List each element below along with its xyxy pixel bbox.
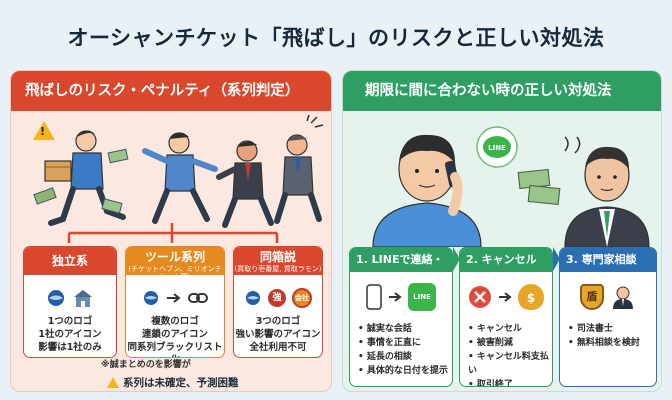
company-icon: 会社 (292, 288, 312, 308)
series-warning-text: 系列は未確定、予測困難 (123, 377, 239, 389)
risk-panel-header: 飛ばしのリスク・ペナルティ（系列判定） (11, 71, 331, 111)
runner-icon (142, 132, 218, 224)
building-icon (74, 290, 92, 307)
same-box-card: 同箱説 (買取り壱番屋, 買取ラモン) 強 会社 3つのロゴ 強い影響のアイコン… (233, 246, 323, 358)
card-subtitle: (買取り壱番屋, 買取ラモン) (234, 265, 322, 275)
step-item: キャンセル料支払い (468, 350, 552, 378)
step-item: 事情を正直に (358, 336, 452, 350)
globe-logo-icon (48, 290, 64, 306)
money-bag-icon: $ (518, 284, 544, 310)
risk-panel: 飛ばしのリスク・ペナルティ（系列判定） ! (10, 70, 332, 392)
card-line: 影響は1社のみ (38, 342, 102, 353)
step-item: 具体的な日付を提示 (358, 364, 452, 378)
step-title: 3. 専門家相談 (560, 248, 656, 272)
svg-text:LINE: LINE (488, 144, 506, 152)
series-warning: 系列は未確定、予測困難 (107, 375, 239, 390)
step-arrow-icon (453, 247, 460, 271)
chain-link-icon (188, 293, 208, 303)
step-item: キャンセル (468, 322, 552, 336)
money-icon (107, 148, 129, 164)
step-arrow-icon (553, 247, 560, 271)
line-chat-icon (476, 126, 518, 168)
step-item: 無料相談を検討 (568, 336, 656, 350)
cancel-x-icon (469, 286, 491, 308)
lawyer-icon (613, 286, 633, 309)
card-line: 1社のアイコン (38, 329, 102, 340)
card-line: 1つのロゴ (47, 316, 93, 327)
angry-man-icon (274, 114, 324, 224)
person-on-phone-icon (372, 134, 482, 247)
card-line: 3つのロゴ (255, 316, 301, 327)
step-item: 延長の相談 (358, 350, 452, 364)
step-item: 被害削減 (468, 336, 552, 350)
globe-logo-icon (144, 291, 158, 305)
shield-icon: 盾 (580, 284, 604, 310)
solution-panel: 期限に間に合わない時の正しい対処法 LINE (342, 70, 662, 392)
card-title: 独立系 (24, 247, 116, 275)
arrow-right-icon (167, 293, 181, 303)
step-item: 誠実な会話 (358, 322, 452, 336)
angry-man-icon (216, 140, 274, 228)
step-expert: 3. 専門家相談 盾 司法書士 無料相談を検討 (559, 247, 657, 387)
independent-card: 独立系 1つのロゴ 1社のアイコン 影響は1社のみ (23, 246, 117, 358)
card-line: 全社利用不可 (249, 342, 307, 353)
phone-expert-illustration: LINE (343, 111, 661, 261)
runners-illustration: ! (11, 111, 331, 243)
warning-icon (33, 121, 55, 140)
step-line-contact: 1. LINEで連絡・相談 LINE 誠実な会話 事情を正直に 延長の相談 具体… (349, 247, 453, 387)
tool-series-card: ツール系列 (チケットヘブン、ミリオンチケット等) 複数のロゴ 連鎖のアイコン … (125, 246, 225, 358)
solution-panel-header: 期限に間に合わない時の正しい対処法 (343, 71, 661, 111)
smartphone-icon (366, 284, 382, 310)
step-item: 取引終了 (468, 378, 552, 386)
impact-note: ※誠まとめのを影響が (101, 360, 191, 370)
step-title: 2. キャンセル (460, 248, 552, 272)
arrow-right-icon (389, 292, 402, 302)
step-cancel: 2. キャンセル $ キャンセル 被害削減 キャンセル料支払い 取引終了 (459, 247, 553, 387)
runners-svg (33, 114, 324, 243)
arrow-right-icon (499, 292, 512, 302)
card-title: 同箱説 (234, 247, 322, 265)
card-line: 連鎖のアイコン (141, 329, 209, 340)
card-line: 同系列ブラックリスト化 (127, 342, 223, 357)
card-title: ツール系列 (126, 247, 224, 265)
globe-logo-icon (246, 291, 260, 305)
expert-man-icon (564, 146, 650, 247)
runner-with-box-icon (33, 130, 126, 226)
page-title: オーシャンチケット「飛ばし」のリスクと正しい対処法 (67, 26, 605, 50)
strong-impact-icon: 強 (268, 289, 286, 307)
card-line: 強い影響のアイコン (235, 329, 321, 340)
card-subtitle: (チケットヘブン、ミリオンチケット等) (126, 265, 224, 281)
step-title: 1. LINEで連絡・相談 (350, 248, 452, 290)
sigh-icon (564, 136, 581, 154)
line-app-icon: LINE (408, 283, 436, 311)
card-line: 複数のロゴ (151, 316, 199, 327)
step-item: 司法書士 (568, 322, 656, 336)
warning-icon (107, 377, 119, 388)
